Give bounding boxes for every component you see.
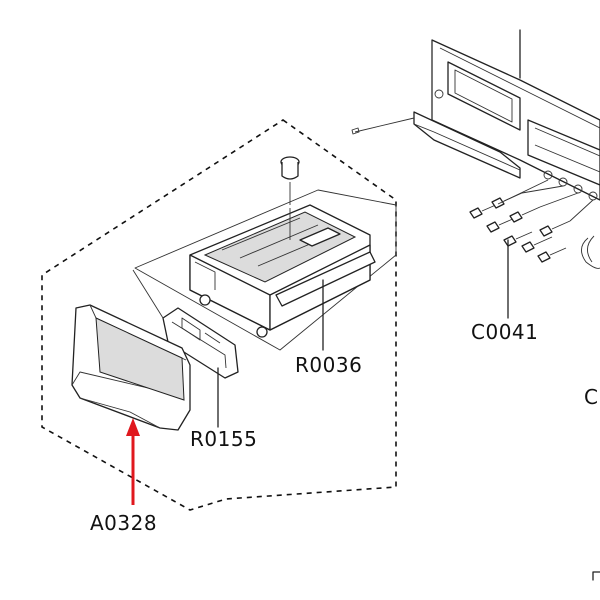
label-c0041: C0041	[471, 320, 538, 344]
assembly-group-outline	[41, 119, 397, 511]
label-r0155: R0155	[190, 427, 257, 451]
screw	[539, 220, 571, 237]
label-cut-off: C	[584, 385, 598, 409]
cabinet-top-panel	[351, 29, 600, 201]
screw	[537, 247, 567, 263]
cut-off-corner-mark	[592, 571, 600, 581]
screw	[469, 203, 499, 219]
siphon-knob	[280, 156, 300, 205]
screw	[503, 231, 533, 247]
front-panel	[71, 304, 191, 431]
label-a0328: A0328	[90, 511, 157, 535]
screw	[491, 192, 523, 209]
screw	[486, 217, 516, 233]
screw	[509, 206, 541, 223]
screw-set	[469, 179, 600, 269]
label-r0036: R0036	[295, 353, 362, 377]
dispenser-housing	[134, 189, 397, 351]
highlight-arrow	[126, 418, 140, 505]
screw	[521, 236, 553, 253]
